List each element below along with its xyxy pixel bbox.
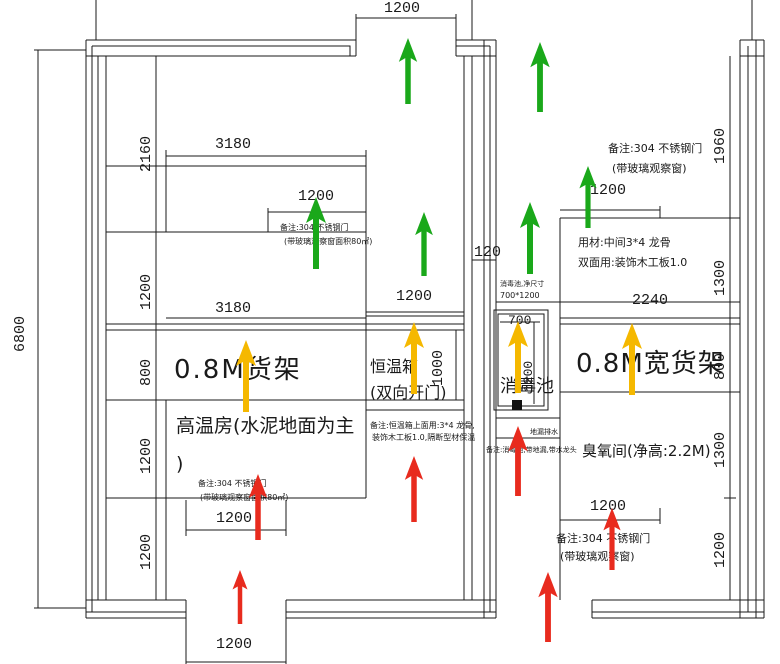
dimension-labels: 1200 3180 3180 1200 1200 1200 1200 120 1… — [12, 0, 729, 653]
arrow-green — [530, 42, 550, 112]
dim-high-temp-width: 3180 — [215, 300, 251, 317]
dim-incubator-width: 1200 — [396, 288, 432, 305]
note-incubator-2: 装饰木工板1.0,隔断型材保温 — [372, 432, 475, 442]
dim-right-seg-5: 1200 — [712, 532, 729, 568]
arrow-red — [538, 572, 558, 642]
note-door-bottom-1: 备注:304 不锈钢门 — [198, 478, 267, 488]
label-shelf-left: 0.8M货架 — [174, 355, 302, 385]
label-incubator-2: (双向开门) — [370, 383, 447, 402]
note-right-door-bottom-1: 备注:304 不锈钢门 — [556, 531, 650, 545]
walls — [85, 0, 765, 664]
note-right-door-top-2: (带玻璃观察窗) — [612, 161, 687, 175]
dim-left-seg-2: 1200 — [138, 274, 155, 310]
label-high-temp-room-2: ) — [176, 453, 183, 475]
dim-right-seg-1: 1960 — [712, 128, 729, 164]
dim-top-door: 1200 — [384, 0, 420, 17]
note-pool: 备注:消毒池,带地漏,带水龙头 — [486, 445, 577, 454]
dim-right-door-top: 1200 — [590, 182, 626, 199]
note-incubator-1: 备注:恒温箱上面用:3*4 龙骨, — [370, 420, 475, 430]
dim-bottom-door: 1200 — [216, 636, 252, 653]
label-ozone-room: 臭氧间(净高:2.2M) — [582, 442, 711, 460]
note-right-door-bottom-2: (带玻璃观察窗) — [560, 549, 635, 563]
arrow-green — [415, 212, 433, 276]
arrow-green — [520, 202, 540, 274]
note-material-1: 用材:中间3*4 龙骨 — [578, 235, 671, 249]
dim-inner-door-top: 1200 — [298, 188, 334, 205]
dim-left-seg-3: 800 — [138, 359, 155, 386]
dim-left-room-width: 3180 — [215, 136, 251, 153]
arrow-red — [508, 426, 528, 496]
note-pool-size-2: 700*1200 — [500, 291, 540, 300]
note-pool-size-1: 消毒池,净尺寸 — [500, 279, 544, 288]
note-right-door-top-1: 备注:304 不锈钢门 — [608, 141, 702, 155]
dim-pool-width: 700 — [508, 313, 531, 328]
label-disinfection-pool: 消毒池 — [500, 376, 554, 397]
dim-right-seg-3: 800 — [712, 353, 729, 380]
arrow-red — [404, 456, 424, 522]
dim-total-height: 6800 — [12, 316, 29, 352]
room-labels: 0.8M货架 高温房(水泥地面为主 ) 恒温箱 (双向开门) 消毒池 0.8M宽… — [174, 349, 725, 475]
dim-right-seg-4: 1300 — [712, 432, 729, 468]
dim-right-seg-2: 1300 — [712, 260, 729, 296]
label-shelf-wide: 0.8M宽货架 — [576, 349, 725, 379]
dim-corridor: 120 — [474, 244, 501, 261]
arrow-red — [232, 570, 248, 624]
dimension-lines — [34, 14, 740, 609]
dim-inner-door-bottom: 1200 — [216, 510, 252, 527]
label-incubator-1: 恒温箱 — [370, 357, 418, 376]
dim-left-seg-5: 1200 — [138, 534, 155, 570]
dim-left-seg-4: 1200 — [138, 438, 155, 474]
drain-marker — [512, 400, 522, 410]
dim-right-door-bottom: 1200 — [590, 498, 626, 515]
dim-right-room-width: 2240 — [632, 292, 668, 309]
dim-left-seg-1: 2160 — [138, 136, 155, 172]
dim-pool-height: 1200 — [521, 361, 536, 392]
note-door-bottom-2: (带玻璃观察窗面积80㎡) — [200, 492, 288, 502]
dim-incubator-height: 1000 — [430, 350, 447, 386]
arrow-green — [398, 38, 418, 104]
label-high-temp-room-1: 高温房(水泥地面为主 — [176, 415, 354, 437]
notes: 备注:304 不锈钢门 (带玻璃观察窗面积80㎡) 备注:304 不锈钢门 (带… — [198, 141, 702, 563]
note-door-top-2: (带玻璃观察窗面积80㎡) — [284, 236, 372, 246]
note-floor-drain: 地漏排水 — [530, 427, 558, 436]
arrow-green — [306, 197, 326, 269]
note-material-2: 双面用:装饰木工板1.0 — [578, 255, 687, 269]
